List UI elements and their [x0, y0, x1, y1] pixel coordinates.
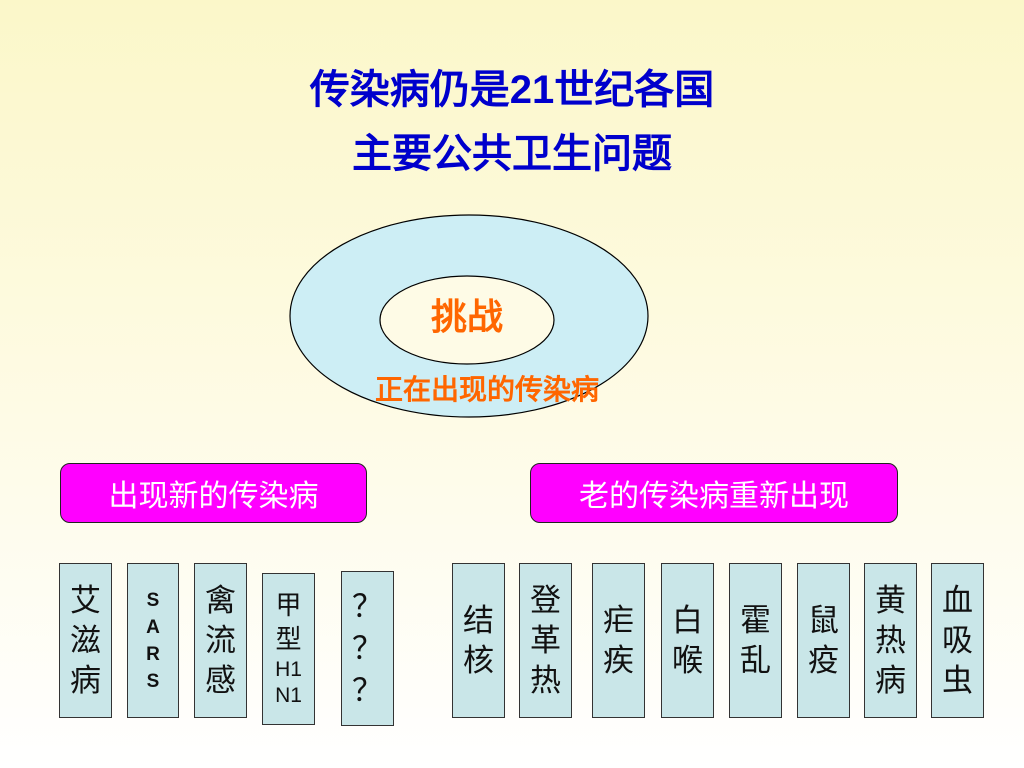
disease-card-dengue: 登 革 热 — [519, 563, 572, 718]
disease-card-malaria: 疟 疾 — [592, 563, 645, 718]
disease-card-schistosomiasis: 血 吸 虫 — [931, 563, 984, 718]
disease-card-avian-flu: 禽 流 感 — [194, 563, 247, 718]
reemerging-diseases-category: 老的传染病重新出现 — [530, 463, 898, 523]
title-line-1-suffix: 世纪各国 — [554, 67, 715, 113]
h1n1-latin: H1 N1 — [275, 658, 302, 707]
disease-card-unknown: ？ ？ ？ — [341, 571, 394, 726]
emerging-diseases-label: 正在出现的传染病 — [374, 373, 599, 406]
title-line-1-number: 21 — [509, 68, 555, 112]
disease-card-sars: S A R S — [127, 563, 179, 718]
h1n1-chinese: 甲 型 — [275, 591, 302, 655]
disease-card-diphtheria: 白 喉 — [661, 563, 714, 718]
challenge-label: 挑战 — [430, 297, 503, 338]
disease-card-h1n1: 甲 型 H1 N1 — [262, 573, 315, 725]
disease-card-aids: 艾 滋 病 — [59, 563, 112, 718]
disease-card-plague: 鼠 疫 — [797, 563, 850, 718]
title-line-2: 主要公共卫生问题 — [352, 131, 672, 177]
new-diseases-category: 出现新的传染病 — [60, 463, 367, 523]
disease-card-yellow-fever: 黄 热 病 — [864, 563, 917, 718]
disease-card-cholera: 霍 乱 — [729, 563, 782, 718]
title-line-1: 传染病仍是21世纪各国 — [0, 62, 1024, 118]
title-line-1-prefix: 传染病仍是 — [309, 67, 510, 113]
disease-card-tuberculosis: 结 核 — [452, 563, 505, 718]
